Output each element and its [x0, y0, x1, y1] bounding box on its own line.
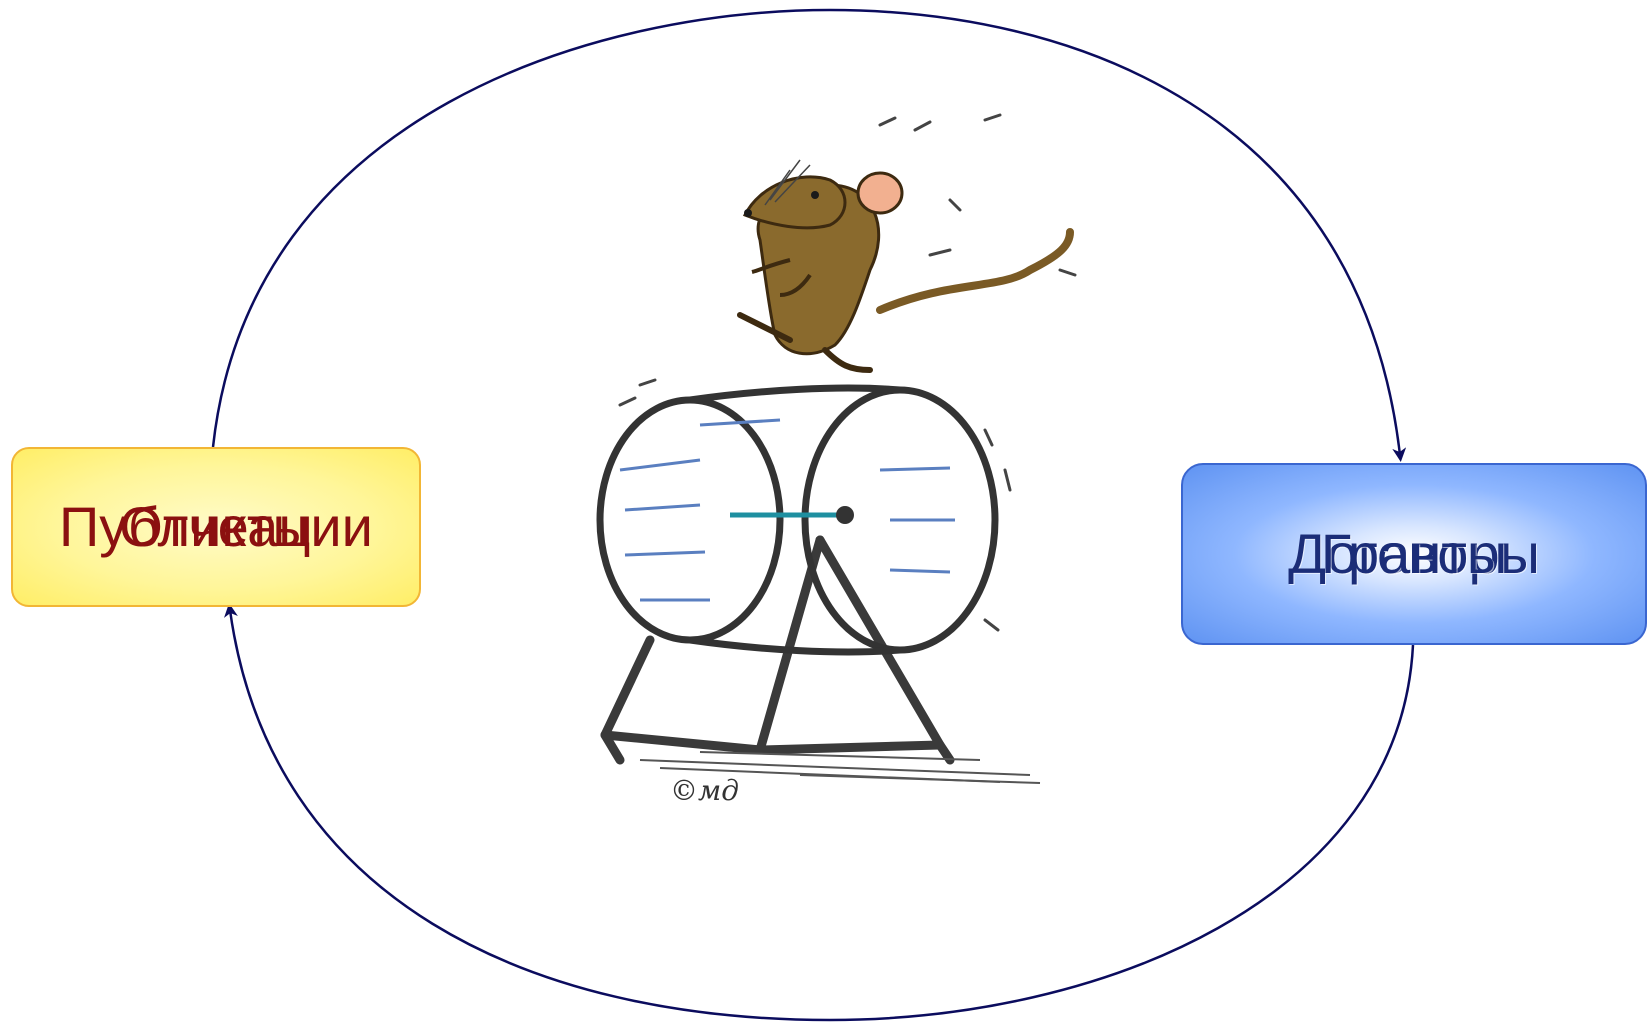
- node-right-label-b: Гранты: [1183, 526, 1645, 582]
- mouse-leg: [825, 350, 870, 370]
- node-left-box: Публикации Отчеты: [11, 447, 421, 607]
- mouse-tail: [880, 232, 1070, 310]
- node-right-box: Договоры Гранты: [1181, 463, 1647, 645]
- mouse-head: [745, 177, 845, 228]
- mouse-eye: [811, 191, 819, 199]
- cycle-arrow-bottom: [230, 610, 1413, 1020]
- wheel-slats: [620, 420, 955, 600]
- mouse-on-hamster-wheel-icon: [600, 115, 1075, 783]
- mouse-ear: [858, 173, 902, 213]
- node-left-label-b: Отчеты: [13, 499, 419, 555]
- illustration-signature: ©мд: [670, 774, 739, 807]
- mouse-nose: [744, 209, 752, 217]
